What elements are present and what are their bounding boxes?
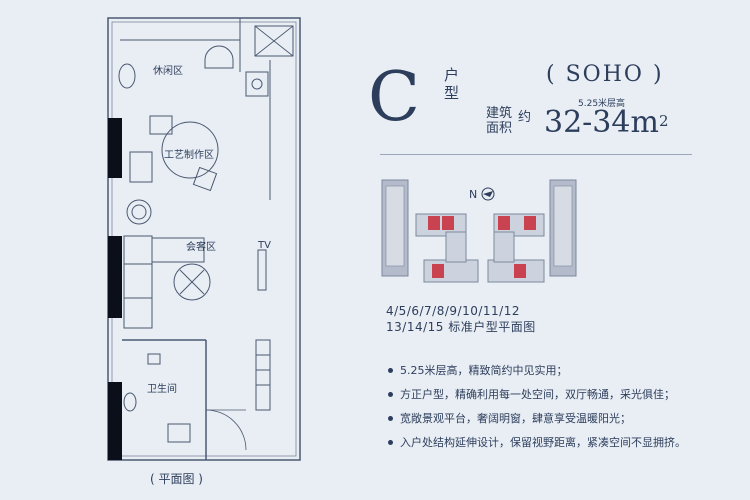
room-label-tv: TV: [258, 240, 271, 251]
room-label-craft: 工艺制作区: [164, 150, 214, 161]
laurel-right-icon: ): [652, 62, 664, 87]
room-label-living: 会客区: [186, 242, 216, 253]
area-number: 32-34m: [544, 105, 659, 140]
plan-caption: ( 平面图 ): [150, 472, 203, 486]
north-arrow-icon: [481, 187, 495, 201]
floor-line-1: 4/5/6/7/8/9/10/11/12: [386, 304, 520, 318]
area-label: 建筑面积: [486, 106, 513, 136]
series-name: SOHO: [565, 62, 644, 87]
room-label-bath: 卫生间: [147, 384, 177, 395]
area-value: 32-34m2: [544, 106, 668, 140]
feature-item: 5.25米层高，精致简约中见实用；: [388, 364, 686, 388]
unit-letter: C: [368, 58, 421, 137]
feature-item: 入户处结构延伸设计，保留视野距离，紧凑空间不显拥挤。: [388, 436, 686, 460]
laurel-left-icon: (: [546, 62, 557, 87]
floor-line-2: 13/14/15 标准户型平面图: [386, 320, 536, 334]
unit-type-label: 户型: [444, 66, 460, 102]
area-unit-sup: 2: [658, 112, 669, 130]
divider: [380, 154, 692, 155]
floor-list: 4/5/6/7/8/9/10/11/12 13/14/15 标准户型平面图: [386, 303, 536, 335]
room-label-leisure: 休闲区: [153, 66, 183, 77]
floor-plan-drawing: [107, 17, 301, 461]
north-label: N: [469, 188, 477, 201]
feature-item: 宽敞景观平台，奢阔明窗，肆意享受温暖阳光；: [388, 412, 686, 436]
floor-plan: 休闲区 工艺制作区 会客区 TV 卫生间 ( 平面图 ): [0, 0, 330, 500]
approx-label: 约: [518, 110, 532, 125]
key-plan: N: [381, 179, 577, 283]
feature-list: 5.25米层高，精致简约中见实用； 方正户型，精确利用每一处空间，双厅畅通，采光…: [388, 364, 686, 460]
height-note: 5.25米层高: [578, 99, 626, 109]
feature-item: 方正户型，精确利用每一处空间，双厅畅通，采光俱佳；: [388, 388, 686, 412]
series-title: ( SOHO ): [546, 62, 664, 87]
